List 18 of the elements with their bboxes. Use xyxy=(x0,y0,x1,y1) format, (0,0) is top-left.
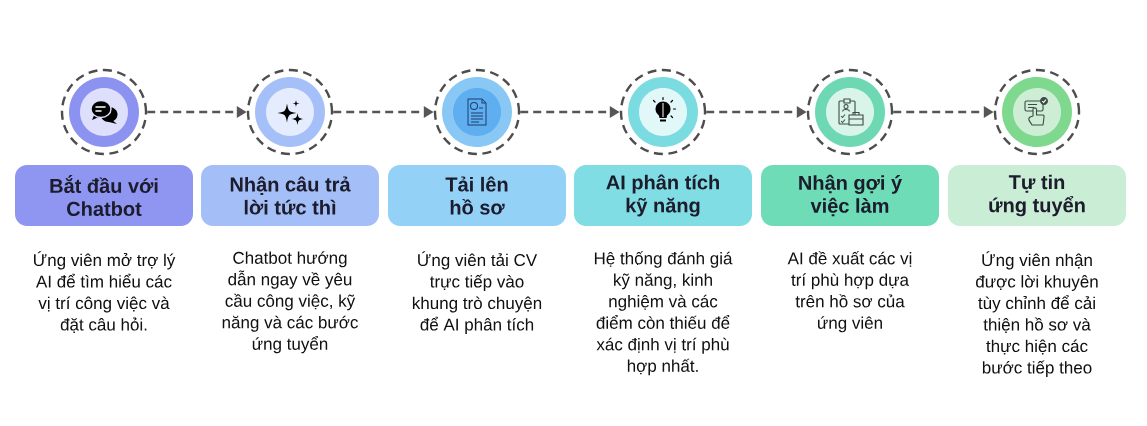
step-box: Tự tin ứng tuyển xyxy=(948,165,1126,226)
step-circle xyxy=(433,68,521,156)
description-text: Chatbot hướng dẫn ngay về yêu cầu công việc, kỹ năng và các bước ứng tuyển xyxy=(222,251,358,354)
description-text: AI đề xuất các vị trí phù hợp dựa trên hồ sơ của ứng viên xyxy=(787,251,912,333)
step-box: Nhận gợi ý việc làm xyxy=(761,165,939,226)
description-text: Hệ thống đánh giá kỹ năng, kinh nghiệm và các điểm còn thiếu để xác định vị trí phù hợp nhất. xyxy=(594,251,733,376)
step-box: Tải lên hồ sơ xyxy=(388,165,566,226)
step-circle xyxy=(806,68,894,156)
step-box: Nhận câu trả lời tức thì xyxy=(201,165,379,226)
step-box: AI phân tích kỹ năng xyxy=(574,165,752,226)
description-text: Ứng viên mở trợ lý AI để tìm hiểu các vị trí công việc và đặt câu hỏi. xyxy=(34,251,176,334)
step-box: Bắt đầu với Chatbot xyxy=(15,165,193,226)
step-circle xyxy=(60,68,148,156)
step-circle xyxy=(246,68,334,156)
step-circle xyxy=(993,68,1081,156)
step-circle xyxy=(619,68,707,156)
description-text: Ứng viên tải CV trực tiếp vào khung trò chuyện để AI phân tích xyxy=(412,251,542,334)
description-text: Ứng viên nhận được lời khuyên tùy chỉnh để cải thiện hồ sơ và thực hiện các bước tiếp theo xyxy=(976,251,1098,377)
